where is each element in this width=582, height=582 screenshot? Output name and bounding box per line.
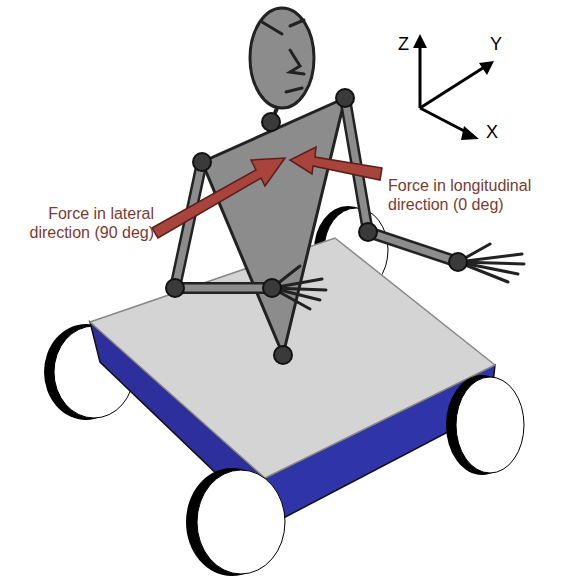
axis-label: Z [398, 34, 418, 56]
torso [202, 98, 345, 355]
wheel [446, 375, 524, 475]
force-label: Force in lateral direction (90 deg) [2, 204, 154, 242]
head [250, 8, 314, 108]
force-label: Force in longitudinal direction (0 deg) [388, 176, 578, 214]
axis-label: X [486, 122, 506, 144]
force-arrow [152, 158, 285, 238]
axis-label: Y [490, 34, 510, 56]
force-arrow [290, 147, 382, 180]
hands [272, 244, 524, 309]
axis-heads [413, 34, 494, 140]
wheel [186, 468, 285, 576]
axes [420, 44, 486, 134]
face [262, 20, 304, 92]
joints [166, 89, 467, 364]
